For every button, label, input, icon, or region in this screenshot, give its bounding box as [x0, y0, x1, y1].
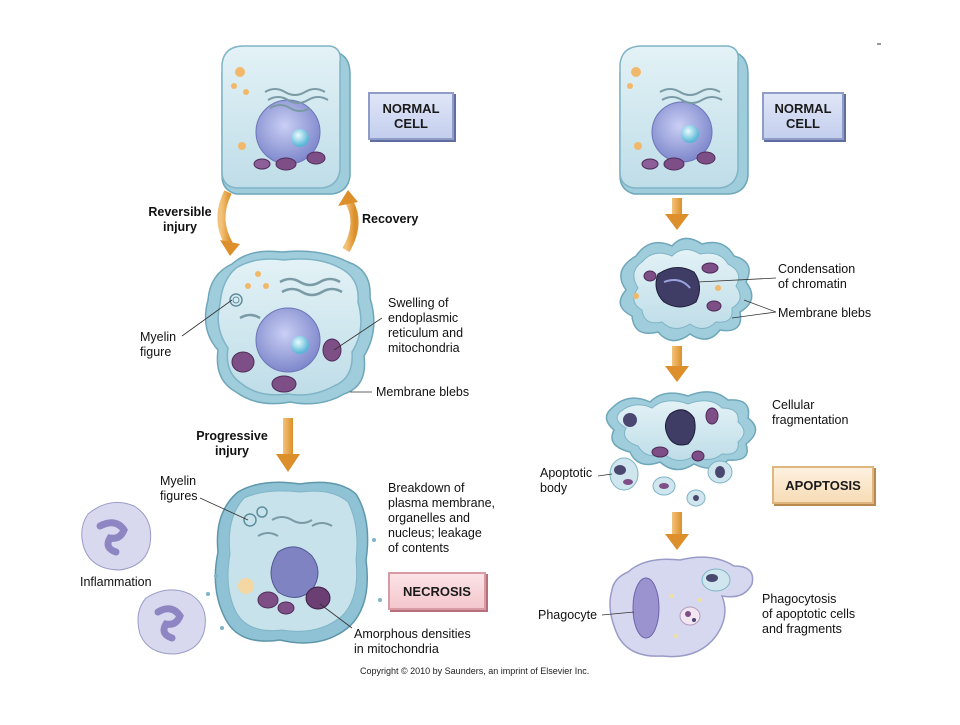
apoptosis-box: APOPTOSIS: [772, 466, 874, 504]
phagocytosis-label: Phagocytosis of apoptotic cells and frag…: [762, 592, 856, 636]
left-normal-cell: [221, 45, 351, 195]
myelin-figure-leader: [181, 299, 233, 337]
swelling-leader: [333, 317, 383, 351]
swelling-label: Swelling of endoplasmic reticulum and mi…: [388, 296, 464, 355]
myelin-figures-label: Myelin figures: [160, 474, 198, 503]
inflammatory-cell-lower: [137, 589, 206, 655]
left-necrotic-cell: [206, 481, 382, 644]
right-arrow-3: [665, 512, 689, 550]
condensation-label: Condensation of chromatin: [778, 262, 856, 291]
right-arrow-1: [665, 198, 689, 230]
recovery-label: Recovery: [362, 212, 419, 226]
reversible-injury-label: Reversible injury: [148, 205, 212, 234]
cellular-fragmentation-label: Cellular fragmentation: [772, 398, 849, 427]
copyright-text: Copyright © 2010 by Saunders, an imprint…: [360, 666, 590, 676]
myelin-figure-label: Myelin figure: [140, 330, 177, 359]
right-arrow-2: [665, 346, 689, 382]
condensation-leader: [697, 277, 777, 283]
left-normal-cell-box: NORMAL CELL: [368, 92, 454, 140]
phagocyte-label: Phagocyte: [538, 608, 598, 622]
progressive-injury-label: Progressive injury: [196, 429, 268, 458]
breakdown-label: Breakdown of plasma membrane, organelles…: [388, 481, 495, 555]
right-membrane-blebs-label: Membrane blebs: [778, 306, 872, 320]
right-fragmenting-cell: [605, 391, 757, 471]
right-normal-cell: [619, 45, 749, 195]
phagocyte-leader: [601, 611, 635, 616]
phagocyte-cell: [609, 556, 754, 658]
left-membrane-blebs-label: Membrane blebs: [376, 385, 470, 399]
necrosis-box: NECROSIS: [388, 572, 486, 610]
apoptotic-body-label: Apoptotic body: [540, 466, 593, 495]
amorphous-densities-label: Amorphous densities in mitochondria: [354, 627, 471, 656]
left-swollen-cell: [204, 250, 375, 405]
right-membrane-blebs-leader-1: [743, 299, 777, 313]
apoptotic-body-leader: [597, 473, 613, 477]
inflammatory-cell-upper: [81, 501, 152, 571]
progressive-injury-arrow: [276, 418, 300, 472]
reversible-injury-arrow: [217, 190, 240, 256]
recovery-arrow: [338, 190, 359, 252]
right-membrane-blebs-leader-2: [731, 311, 777, 319]
right-normal-cell-box: NORMAL CELL: [762, 92, 844, 140]
inflammation-label: Inflammation: [80, 575, 152, 589]
myelin-figures-leader: [199, 497, 249, 521]
amorphous-leader: [319, 603, 353, 629]
right-condensed-cell: [619, 237, 753, 342]
